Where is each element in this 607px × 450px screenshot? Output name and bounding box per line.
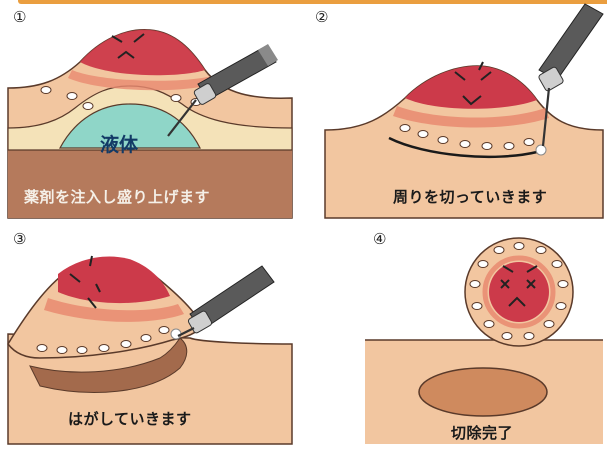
- electric-knife-icon: [178, 266, 274, 336]
- step-1-panel: ① 液体 薬剤を注入し盛り上げます: [0, 0, 300, 222]
- step-4-caption: 切除完了: [451, 422, 513, 443]
- step-2-number: ②: [315, 8, 328, 26]
- step-3-number: ③: [13, 230, 26, 248]
- step-2-caption: 周りを切っていきます: [393, 186, 547, 207]
- step-4-panel: ④ 切除完了: [305, 226, 607, 446]
- resection-wound: [419, 368, 547, 416]
- step-2-panel: ② 周りを切っていきます: [305, 0, 607, 222]
- step-4-number: ④: [373, 230, 386, 248]
- liquid-label: 液体: [100, 130, 138, 157]
- step-4-illustration: [305, 226, 607, 446]
- step-1-number: ①: [13, 8, 26, 26]
- tumor: [58, 256, 170, 303]
- step-3-panel: ③ はがしていきます: [0, 226, 300, 446]
- tumor: [80, 30, 205, 75]
- tumor: [405, 66, 537, 109]
- step-3-caption: はがしていきます: [68, 408, 192, 429]
- step-1-caption: 薬剤を注入し盛り上げます: [24, 186, 210, 207]
